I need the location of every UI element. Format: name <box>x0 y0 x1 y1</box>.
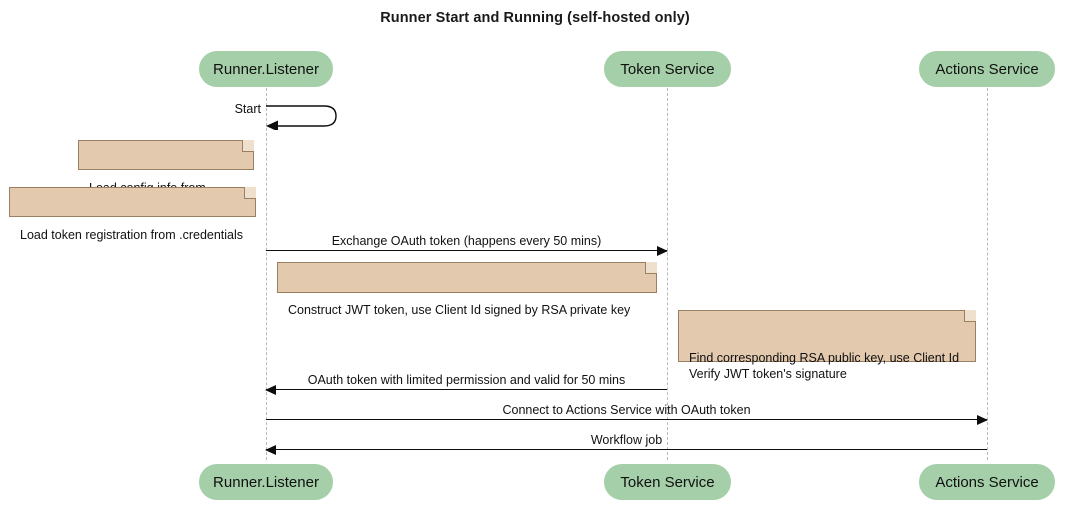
arrowhead-right-icon <box>977 414 988 425</box>
arrowhead-left-icon <box>265 384 276 395</box>
participant-actions-top[interactable]: Actions Service <box>919 51 1055 87</box>
participant-label: Actions Service <box>935 60 1039 78</box>
arrowhead-left-icon <box>265 444 276 455</box>
participant-runner-top[interactable]: Runner.Listener <box>199 51 333 87</box>
message-label-workflow-job: Workflow job <box>590 433 663 447</box>
message-label-connect-actions: Connect to Actions Service with OAuth to… <box>502 403 751 417</box>
message-exchange-oauth <box>266 245 668 256</box>
participant-label: Runner.Listener <box>213 473 319 491</box>
note-construct-jwt: Construct JWT token, use Client Id signe… <box>277 262 657 317</box>
lifeline-runner <box>266 88 267 460</box>
self-message-label-start: Start <box>234 102 261 116</box>
note-load-token-registration: Load token registration from .credential… <box>9 187 256 242</box>
message-label-exchange-oauth: Exchange OAuth token (happens every 50 m… <box>331 234 602 248</box>
arrowhead-right-icon <box>657 245 668 256</box>
participant-token-top[interactable]: Token Service <box>604 51 731 87</box>
lifeline-actions <box>987 88 988 460</box>
message-oauth-return <box>265 384 667 395</box>
note-fold-icon <box>244 187 256 199</box>
participant-label: Token Service <box>620 473 715 491</box>
note-fold-icon <box>242 140 254 152</box>
note-load-config: Load config info from .runner <box>78 140 254 211</box>
note-fold-icon <box>964 310 976 322</box>
message-label-oauth-return: OAuth token with limited permission and … <box>307 373 626 387</box>
participant-label: Runner.Listener <box>213 60 319 78</box>
participant-label: Token Service <box>620 60 715 78</box>
note-text: Construct JWT token, use Client Id signe… <box>288 303 631 317</box>
lifeline-token <box>667 88 668 460</box>
note-text: Load token registration from .credential… <box>20 228 244 242</box>
note-verify-jwt: Find corresponding RSA public key, use C… <box>678 310 976 381</box>
note-text: Find corresponding RSA public key, use C… <box>689 351 960 381</box>
participant-actions-bottom[interactable]: Actions Service <box>919 464 1055 500</box>
self-message-start <box>264 102 342 130</box>
participant-token-bottom[interactable]: Token Service <box>604 464 731 500</box>
note-fold-icon <box>645 262 657 274</box>
participant-label: Actions Service <box>935 473 1039 491</box>
message-connect-actions <box>266 414 988 425</box>
page-title: Runner Start and Running (self-hosted on… <box>380 10 690 26</box>
participant-runner-bottom[interactable]: Runner.Listener <box>199 464 333 500</box>
message-workflow-job <box>265 444 987 455</box>
